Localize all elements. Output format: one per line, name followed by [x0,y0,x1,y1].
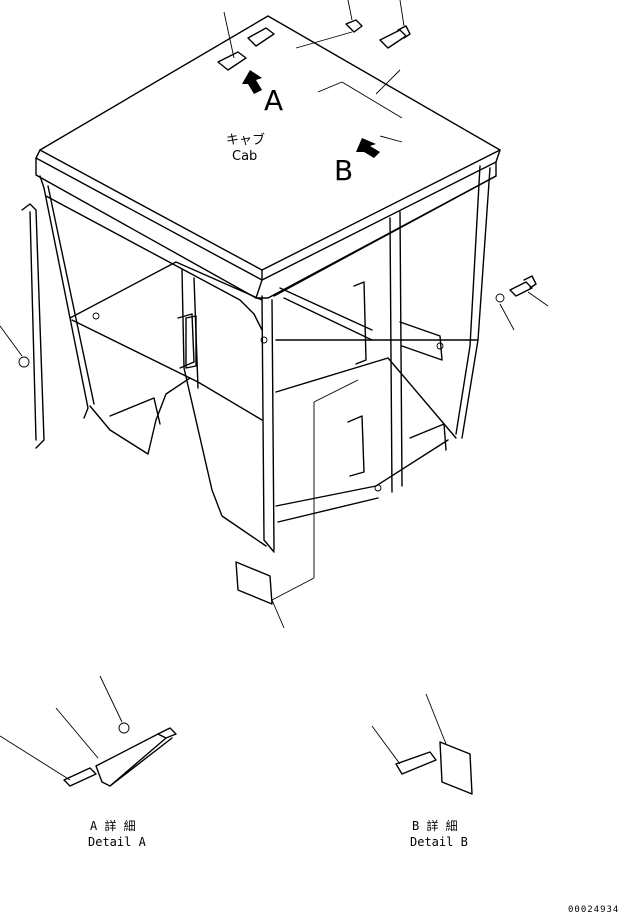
detail-b-drawing [371,693,473,795]
detail-b-title-jp: B 詳 細 [412,818,458,833]
roof-bolt-icon [345,19,411,49]
cab-frame [18,165,497,553]
detail-a-drawing [0,675,177,787]
view-arrow-b-icon [356,138,380,158]
floor-plate [235,379,359,629]
drawing-number: 00024934 [568,905,619,915]
view-a-label: A [264,84,283,117]
view-b-label: B [334,154,353,187]
detail-a-title-en: Detail A [88,835,147,849]
detail-b-title-en: Detail B [410,835,468,849]
cab-label-en: Cab [232,149,257,164]
cab-roof [35,15,501,299]
cab-label-jp: キャブ [226,132,265,148]
roof-leaders [223,0,405,143]
side-bolt-icon [495,275,537,303]
detail-a-title-jp: A 詳 細 [90,818,136,833]
view-arrow-a-icon [242,70,262,94]
side-leaders [0,291,549,357]
roof-hooks [217,27,275,71]
